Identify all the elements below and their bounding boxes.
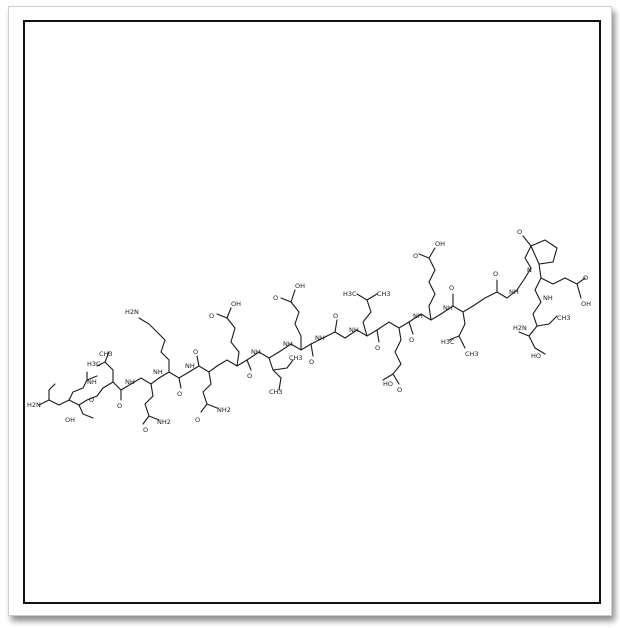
atom-label: O xyxy=(89,396,94,404)
peptide-structure-diagram: H2N OH NH O H3C CH3 NH O O NH2 H2N NH O … xyxy=(27,228,591,434)
atom-label: O xyxy=(247,372,252,380)
structure-frame: H2N OH NH O H3C CH3 NH O O NH2 H2N NH O … xyxy=(23,20,601,604)
atom-label: NH xyxy=(153,368,163,376)
atom-label: O xyxy=(517,228,522,236)
atom-label: CH3 xyxy=(465,350,479,358)
atom-label: H3C xyxy=(343,290,357,298)
atom-label: O xyxy=(409,336,414,344)
atom-label: CH3 xyxy=(377,290,391,298)
atom-label: CH3 xyxy=(557,314,571,322)
atom-label: HO xyxy=(531,352,541,360)
atom-label: O xyxy=(273,294,278,302)
atom-label: NH xyxy=(509,288,519,296)
atom-label: NH xyxy=(125,378,135,386)
atom-label: O xyxy=(195,416,200,424)
atom-label: NH xyxy=(315,334,325,342)
atom-label: NH xyxy=(87,378,97,386)
atom-label: NH xyxy=(543,294,553,302)
atom-label: O xyxy=(117,402,122,410)
atom-label: O xyxy=(143,426,148,434)
atom-label: HO xyxy=(383,380,393,388)
atom-label: O xyxy=(397,386,402,394)
atom-label: O xyxy=(413,252,418,260)
atom-label: O xyxy=(449,284,454,292)
atom-label: O xyxy=(309,358,314,366)
bond-lines xyxy=(38,235,586,425)
atom-label: NH xyxy=(251,348,261,356)
atom-label: CH3 xyxy=(269,388,283,396)
atom-label: NH xyxy=(413,312,423,320)
atom-label: NH2 xyxy=(157,418,171,426)
atom-label: H2N xyxy=(27,401,41,409)
atom-label: O xyxy=(375,344,380,352)
atom-label: O xyxy=(333,312,338,320)
atom-label: CH3 xyxy=(289,354,303,362)
atom-labels: H2N OH NH O H3C CH3 NH O O NH2 H2N NH O … xyxy=(27,228,591,434)
atom-label: NH xyxy=(443,304,453,312)
atom-label: OH xyxy=(231,300,241,308)
atom-label: O xyxy=(193,348,198,356)
atom-label: O xyxy=(209,312,214,320)
atom-label: NH xyxy=(283,340,293,348)
image-card: H2N OH NH O H3C CH3 NH O O NH2 H2N NH O … xyxy=(8,6,612,616)
atom-label: OH xyxy=(295,282,305,290)
atom-label: N xyxy=(527,266,532,274)
atom-label: OH xyxy=(65,416,75,424)
atom-label: NH xyxy=(185,362,195,370)
atom-label: H2N xyxy=(125,308,139,316)
atom-label: H3C xyxy=(441,338,455,346)
atom-label: OH xyxy=(435,240,445,248)
atom-label: O xyxy=(583,274,588,282)
atom-label: NH xyxy=(349,326,359,334)
atom-label: OH xyxy=(581,300,591,308)
atom-label: NH2 xyxy=(217,406,231,414)
atom-label: H3C xyxy=(87,360,101,368)
atom-label: CH3 xyxy=(99,350,113,358)
atom-label: O xyxy=(177,390,182,398)
atom-label: H2N xyxy=(513,324,527,332)
atom-label: O xyxy=(493,270,498,278)
